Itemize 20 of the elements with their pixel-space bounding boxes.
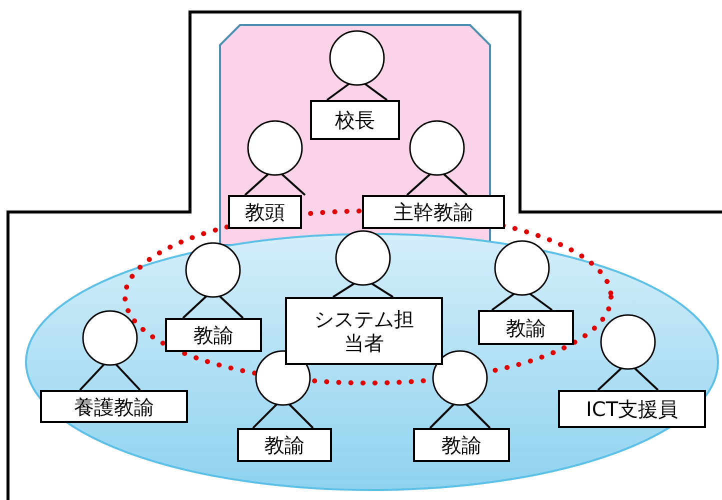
role-name: 教諭 xyxy=(264,433,304,457)
role-name: システム担当者 xyxy=(314,307,414,355)
role-name: 教諭 xyxy=(194,323,234,347)
role-name: 教頭 xyxy=(245,200,285,224)
role-name: 主幹教諭 xyxy=(394,200,474,224)
role-label-box xyxy=(362,195,505,229)
role-label-box xyxy=(413,428,510,462)
role-label-box xyxy=(237,428,332,462)
role-label-box xyxy=(40,390,188,423)
role-label-box xyxy=(478,310,574,345)
role-label-box xyxy=(165,318,262,352)
role-name: 教諭 xyxy=(442,433,482,457)
role-name: 養護教諭 xyxy=(74,394,154,418)
role-label-box xyxy=(310,100,400,140)
role-label-box xyxy=(285,297,443,365)
role-name: ICT支援員 xyxy=(586,397,678,421)
role-name: 教諭 xyxy=(506,316,546,340)
role-label-box xyxy=(558,390,706,428)
role-label-box xyxy=(228,195,302,229)
role-name: 校長 xyxy=(335,108,375,132)
